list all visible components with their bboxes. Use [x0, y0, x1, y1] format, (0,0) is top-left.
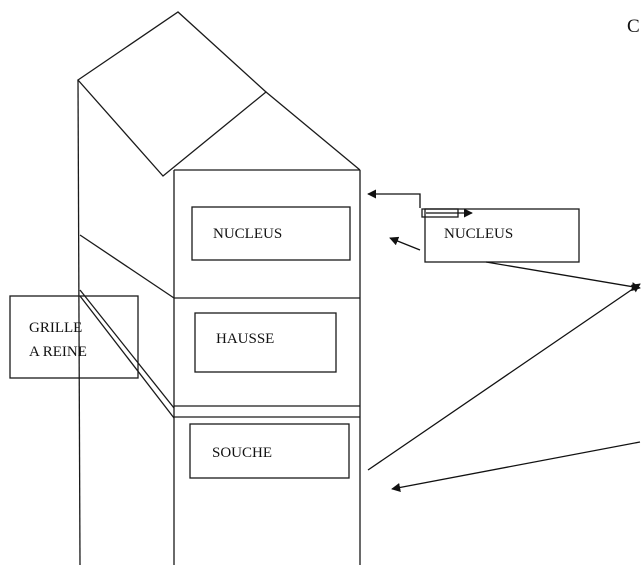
nucleus-external-label: NUCLEUS [444, 226, 513, 242]
arrow-to-nucleus [389, 236, 421, 251]
souche-box [189, 423, 350, 479]
hausse-label: HAUSSE [216, 331, 274, 347]
grille-reine-box [9, 295, 139, 379]
side-seam-3 [79, 295, 175, 419]
souche-label: SOUCHE [212, 445, 272, 461]
side-outer-edge [77, 79, 81, 566]
nucleus-box [191, 206, 351, 261]
hive-structure [9, 11, 580, 566]
side-seam-1 [79, 234, 175, 299]
arrows [367, 189, 641, 492]
nucleus-external-box [424, 208, 580, 263]
arrow-to-souche [391, 441, 641, 492]
side-seam-2 [79, 289, 175, 409]
corner-letter: C [627, 16, 640, 37]
roof-right-edge [265, 91, 361, 171]
roof-left-panel [77, 11, 267, 177]
hausse-box [194, 312, 337, 373]
grille-label-line2: A REINE [29, 344, 87, 360]
nucleus-label: NUCLEUS [213, 226, 282, 242]
grille-label-line1: GRILLE [29, 320, 82, 336]
arrow-from-souche-right [367, 283, 641, 471]
arrow-to-right [485, 261, 641, 292]
arrow-to-top-edge [367, 189, 421, 208]
